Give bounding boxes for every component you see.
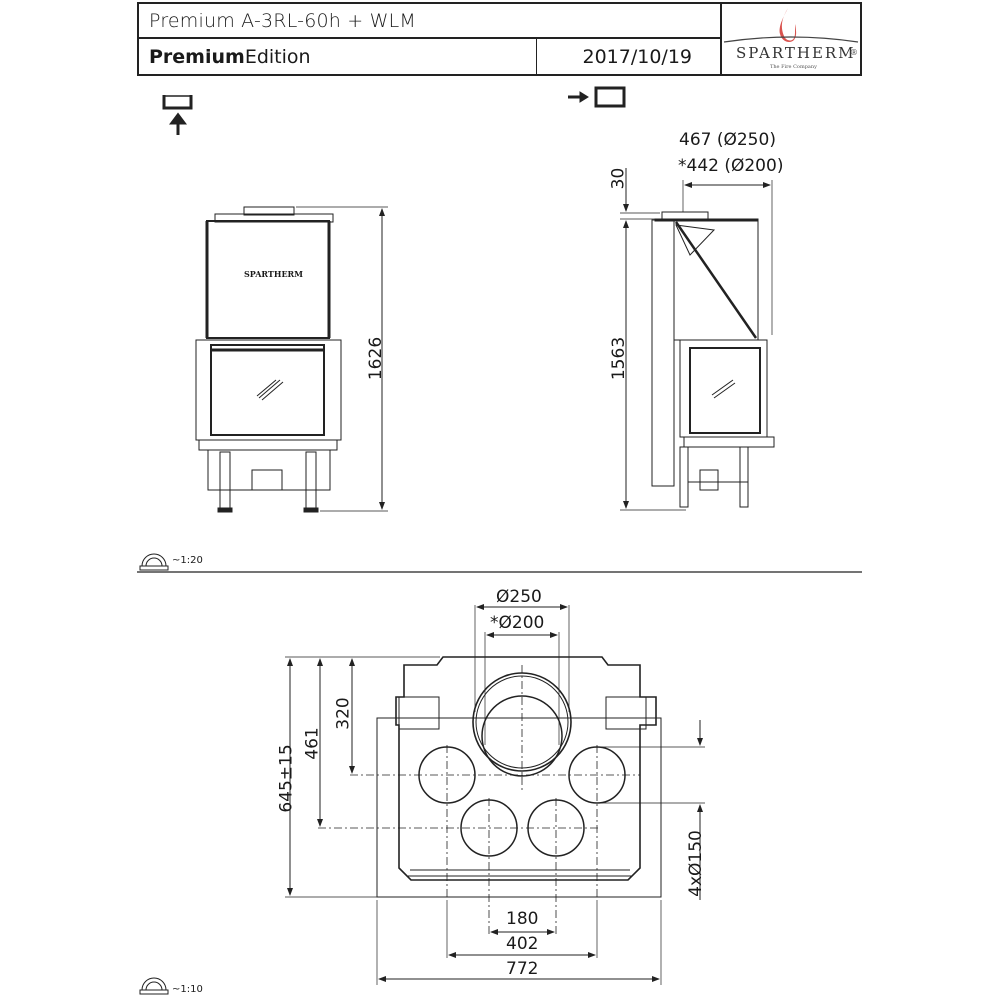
front-view [195, 206, 342, 513]
title-cell: Premium A-3RL-60h + WLM [139, 4, 722, 39]
dim-772: 772 [506, 959, 539, 979]
flame-icon [723, 8, 859, 43]
dim-461: 461 [302, 727, 323, 760]
scale-lower: ~1:10 [172, 984, 203, 995]
dim-side-depth-250: 467 (Ø250) [679, 130, 776, 150]
top-view [318, 656, 662, 935]
title-block: Premium A-3RL-60h + WLM PremiumEdition 2… [137, 2, 862, 76]
spartherm-logo: SPARTHERM ® The Fire Company [722, 4, 860, 76]
scale-upper: ~1:20 [172, 555, 203, 566]
dim-320: 320 [333, 697, 354, 730]
dim-645: 645±15 [276, 744, 297, 813]
side-view [651, 211, 775, 508]
dim-4x150: 4xØ150 [685, 830, 706, 897]
dim-side-top-offset: 30 [608, 167, 629, 190]
scale-icon-upper [139, 553, 169, 571]
front-view-icon [162, 95, 193, 135]
edition-label: PremiumEdition [149, 46, 311, 68]
scale-icon-lower [139, 977, 169, 995]
front-logo-text: SPARTHERM [244, 269, 304, 279]
dim-dia-250: Ø250 [496, 587, 542, 607]
dim-front-height: 1626 [366, 336, 387, 381]
dim-180: 180 [506, 909, 539, 929]
date-cell: 2017/10/19 [537, 39, 722, 76]
dim-side-depth-200: *442 (Ø200) [678, 156, 784, 176]
dim-dia-200: *Ø200 [490, 613, 545, 633]
drawing-date: 2017/10/19 [582, 46, 692, 68]
drawing-title: Premium A-3RL-60h + WLM [149, 10, 417, 32]
edition-cell: PremiumEdition [139, 39, 537, 76]
dim-side-height: 1563 [609, 336, 630, 381]
side-view-icon [568, 86, 626, 108]
dim-402: 402 [506, 934, 539, 954]
